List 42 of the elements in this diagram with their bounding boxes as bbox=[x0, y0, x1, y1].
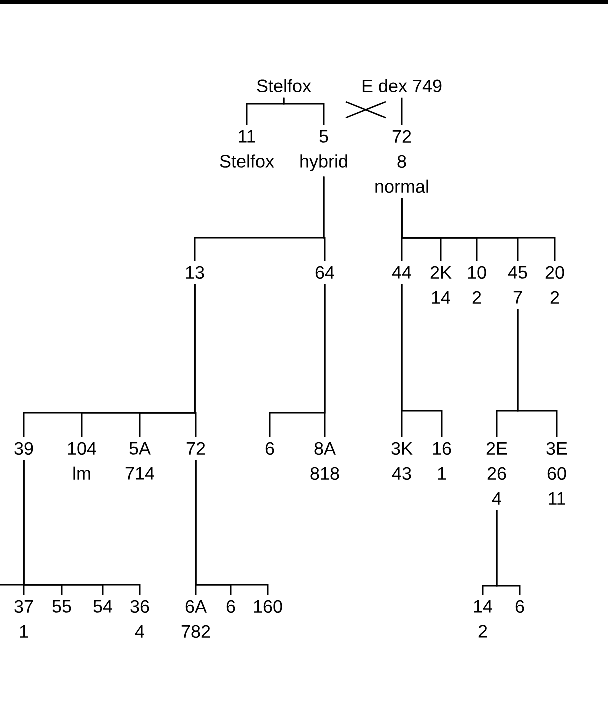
pedigree-label: 10 2 bbox=[468, 266, 486, 304]
pedigree-line bbox=[323, 176, 326, 261]
pedigree-label: 39 bbox=[14, 442, 34, 456]
pedigree-label: 16 1 bbox=[433, 442, 452, 480]
pedigree-label: 3E 60 11 bbox=[546, 442, 568, 505]
pedigree-label: 64 bbox=[316, 266, 334, 280]
pedigree-line bbox=[195, 460, 269, 595]
pedigree-label: 44 bbox=[392, 266, 412, 279]
pedigree-label: 6 bbox=[226, 600, 236, 614]
pedigree-label: 14 2 bbox=[474, 600, 492, 638]
pedigree-line bbox=[401, 284, 443, 437]
pedigree-label: 36 4 bbox=[130, 600, 150, 638]
pedigree-label: 13 bbox=[186, 266, 204, 280]
pedigree-label: 160 bbox=[254, 600, 282, 614]
pedigree-line bbox=[496, 510, 521, 595]
pedigree-label: 20 2 bbox=[546, 266, 564, 304]
pedigree-label: 55 bbox=[52, 600, 72, 613]
pedigree-label: 54 bbox=[94, 600, 112, 613]
pedigree-label: 72 8 normal bbox=[376, 130, 428, 194]
pedigree-line bbox=[23, 460, 141, 595]
pedigree-label: Stelfox bbox=[257, 79, 312, 93]
pedigree-line bbox=[401, 98, 403, 125]
pedigree-label: 6 bbox=[266, 442, 274, 456]
pedigree-label: 11 Stelfox bbox=[220, 130, 274, 168]
pedigree-label: 2K 14 bbox=[430, 266, 452, 304]
pedigree-label: 6A 782 bbox=[182, 600, 210, 638]
pedigree-label: 3K 43 bbox=[392, 442, 413, 480]
pedigree-label: 104 lm bbox=[68, 442, 96, 480]
pedigree-label: 72 bbox=[186, 442, 206, 455]
pedigree-label: 2E 26 4 bbox=[486, 442, 508, 505]
pedigree-label: 45 7 bbox=[508, 266, 528, 304]
pedigree-line bbox=[324, 284, 326, 437]
pedigree-line bbox=[517, 309, 558, 437]
pedigree-line bbox=[194, 284, 197, 437]
pedigree-line bbox=[401, 198, 556, 261]
pedigree-label: 5A 714 bbox=[126, 442, 154, 480]
pedigree-label: 37 1 bbox=[14, 600, 34, 638]
pedigree-label: 5 hybrid bbox=[300, 130, 348, 172]
pedigree-label: 8A 818 bbox=[310, 442, 340, 480]
pedigree-line bbox=[283, 98, 325, 125]
pedigree-label: 6 bbox=[516, 600, 524, 614]
pedigree-label: E dex 749 bbox=[362, 79, 442, 93]
